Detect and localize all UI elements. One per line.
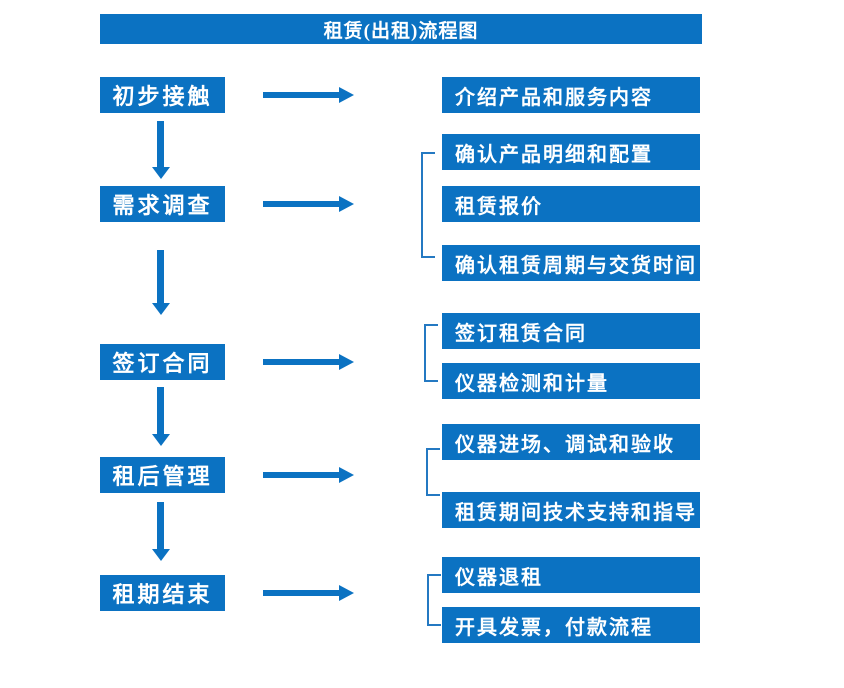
down-arrow-4-icon: [152, 502, 170, 561]
stage-box-contract-signing: 签订合同: [100, 344, 225, 380]
detail-box-instrument-testing: 仪器检测和计量: [442, 363, 700, 399]
right-arrow-row3-icon: [263, 354, 354, 370]
stage-box-initial-contact: 初步接触: [100, 77, 225, 113]
detail-box-confirm-rental-period: 确认租赁周期与交货时间: [442, 245, 700, 281]
right-arrow-row5-icon: [263, 585, 354, 601]
down-arrow-3-icon: [152, 387, 170, 446]
detail-box-instrument-return: 仪器退租: [442, 557, 700, 593]
down-arrow-1-icon: [152, 121, 170, 179]
detail-box-introduce-product-services: 介绍产品和服务内容: [442, 77, 700, 113]
bracket-group-survey-icon: [421, 152, 435, 258]
bracket-group-rental-icon: [426, 448, 440, 496]
detail-box-rental-quote: 租赁报价: [442, 186, 700, 222]
stage-box-post-rental-management: 租后管理: [100, 457, 225, 493]
bracket-group-contract-icon: [424, 324, 438, 382]
flowchart-title-bar: 租赁(出租)流程图: [100, 14, 702, 44]
detail-box-instrument-setup: 仪器进场、调试和验收: [442, 424, 700, 460]
stage-box-requirement-survey: 需求调查: [100, 186, 225, 222]
stage-box-lease-end: 租期结束: [100, 575, 225, 611]
down-arrow-2-icon: [152, 250, 170, 315]
detail-box-invoice-payment: 开具发票，付款流程: [442, 607, 700, 643]
detail-box-sign-rental-contract: 签订租赁合同: [442, 313, 700, 349]
right-arrow-row4-icon: [263, 467, 354, 483]
bracket-group-end-icon: [427, 574, 441, 626]
right-arrow-row1-icon: [263, 87, 354, 103]
right-arrow-row2-icon: [263, 196, 354, 212]
detail-box-confirm-product-details: 确认产品明细和配置: [442, 134, 700, 170]
detail-box-technical-support: 租赁期间技术支持和指导: [442, 492, 700, 528]
